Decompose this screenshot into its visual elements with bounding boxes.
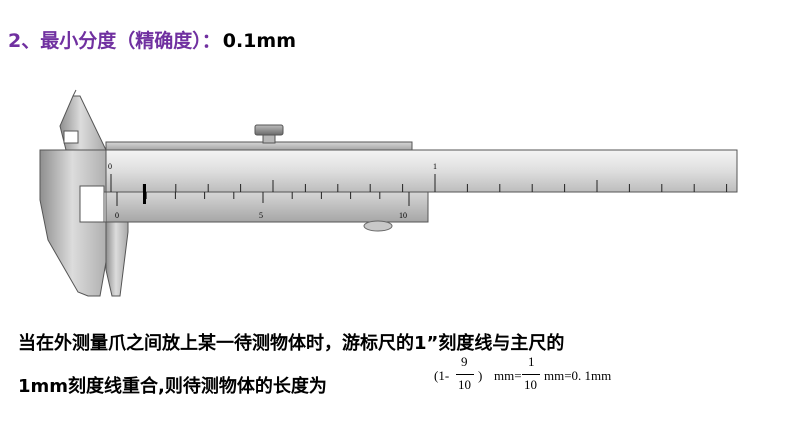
formula-close: ) — [478, 368, 483, 383]
lock-screw — [363, 220, 393, 232]
fixed-body — [39, 149, 113, 297]
thumb-knob-stem — [262, 134, 276, 144]
formula: (1- 9 10 ) mm= 1 10 mm=0. 1mm — [432, 352, 692, 402]
main-scale-label-0: 0 — [108, 162, 112, 171]
vernier-label-5: 10 — [399, 211, 407, 220]
upper-jaw-notch — [63, 130, 79, 144]
position-marker — [143, 184, 146, 204]
depth-slot — [79, 185, 105, 223]
formula-num1: 9 — [461, 354, 468, 369]
vernier-plate — [105, 191, 429, 223]
formula-num2: 1 — [528, 354, 535, 369]
formula-open: (1- — [434, 368, 450, 383]
formula-fraction-bar-2 — [522, 374, 540, 375]
heading-value: 0.1mm — [222, 30, 296, 52]
slider-top — [105, 141, 413, 151]
formula-den2: 10 — [524, 377, 537, 392]
vernier-scale — [116, 192, 410, 206]
vernier-scale-labels: 0 10 5 — [115, 211, 407, 220]
main-scale-labels: 0 1 — [108, 162, 437, 171]
vernier-caliper-diagram: 0 1 0 10 5 — [39, 89, 738, 297]
formula-mm1: mm= — [494, 368, 522, 383]
vernier-label-mid: 5 — [259, 211, 263, 220]
movable-jaw — [105, 221, 129, 297]
formula-fraction-bar-1 — [456, 374, 474, 375]
formula-result: mm=0. 1mm — [544, 368, 612, 383]
section-heading: 2、最小分度（精确度）：0.1mm — [8, 26, 296, 53]
upper-jaw-tip — [72, 89, 77, 97]
heading-label: 2、最小分度（精确度）： — [8, 30, 221, 52]
explanation-line-2: 1mm刻度线重合,则待测物体的长度为 — [18, 376, 327, 397]
explanation-line-1: 当在外测量爪之间放上某一待测物体时，游标尺的1”刻度线与主尺的 — [18, 333, 565, 354]
main-beam — [105, 149, 738, 193]
main-scale-label-1: 1 — [433, 162, 437, 171]
vernier-label-0: 0 — [115, 211, 119, 220]
formula-den1: 10 — [458, 377, 471, 392]
thumb-knob — [254, 124, 284, 136]
